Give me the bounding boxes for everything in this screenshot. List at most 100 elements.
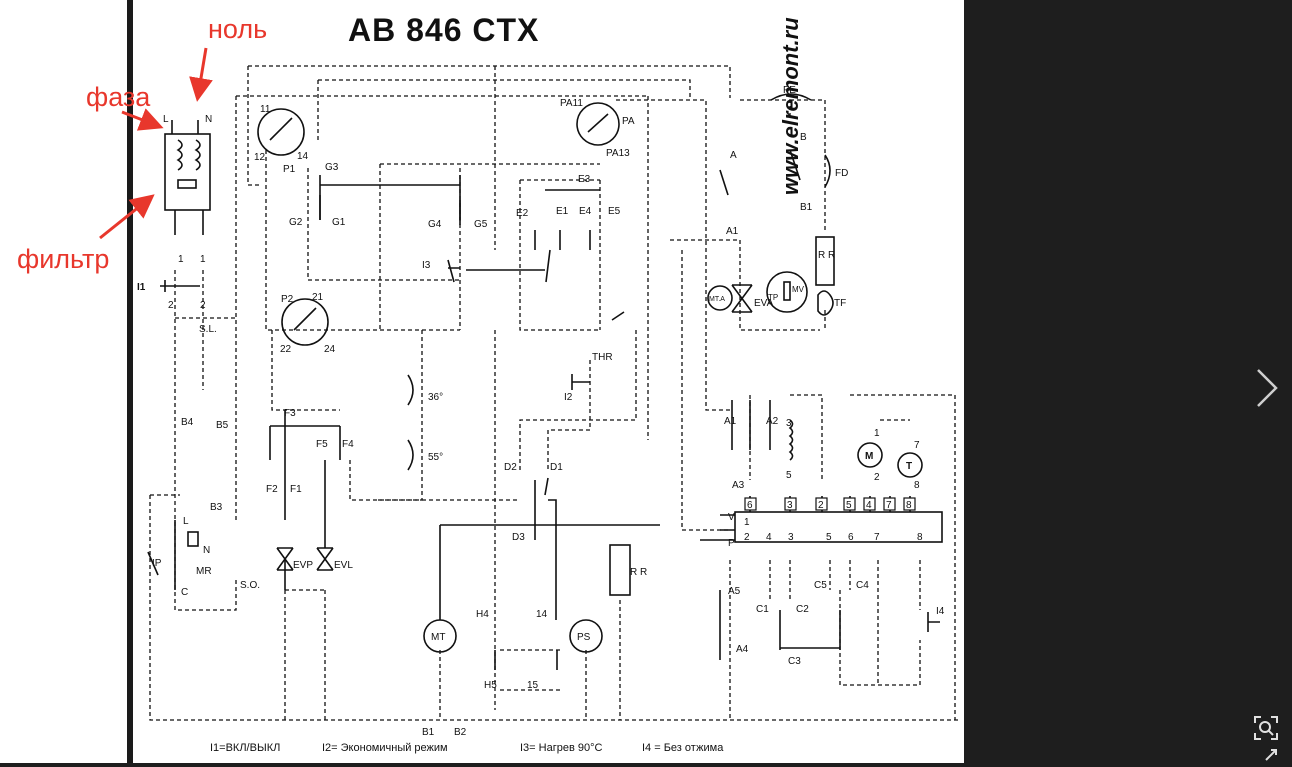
term-4: 4: [866, 500, 872, 511]
label-PS: PS: [577, 632, 591, 643]
label-N2: N: [203, 545, 210, 556]
legend-i3: I3= Нагрев 90°C: [520, 742, 603, 754]
label-SL: S.L.: [199, 324, 217, 335]
zoom-button[interactable]: [1252, 714, 1280, 742]
label-F4: F4: [342, 439, 354, 450]
label-G4: G4: [428, 219, 442, 230]
filter-pin-1: 1: [178, 254, 184, 265]
left-edge: [127, 0, 133, 763]
label-RR2: R R: [818, 250, 835, 261]
label-L2: L: [183, 516, 189, 527]
label-MR: MR: [196, 566, 212, 577]
label-12: 12: [254, 152, 266, 163]
label-P1: P1: [283, 164, 296, 175]
label-FE: FE: [783, 85, 796, 96]
board-pin-4: 4: [766, 532, 772, 543]
annotation-filter: фильтр: [17, 244, 110, 274]
label-I3: I3: [422, 260, 431, 271]
label-PA: PA: [622, 116, 635, 127]
label-B3: B3: [210, 502, 223, 513]
annotation-phase: фаза: [86, 82, 151, 112]
coil-pin-5: 5: [786, 470, 792, 481]
label-C4: C4: [856, 580, 869, 591]
legend-i2: I2= Экономичный режим: [322, 742, 448, 754]
label-EVP: EVP: [293, 560, 313, 571]
label-N: N: [205, 114, 212, 125]
label-A5: A5: [728, 586, 741, 597]
label-PA13: PA13: [606, 148, 630, 159]
label-E5: E5: [608, 206, 621, 217]
board-pin-6: 6: [848, 532, 854, 543]
term-5: 5: [846, 500, 852, 511]
legend-i4: I4 = Без отжима: [642, 742, 724, 754]
board-pin-7: 7: [874, 532, 880, 543]
term-6: 6: [747, 500, 753, 511]
label-I4: I4: [936, 606, 945, 617]
label-A1: A1: [726, 226, 739, 237]
label-D3: D3: [512, 532, 525, 543]
zoom-icon: [1254, 716, 1278, 740]
watermark: www.elremont.ru: [778, 17, 803, 195]
legend-i1: I1=ВКЛ/ВЫКЛ: [210, 742, 281, 754]
label-F1: F1: [290, 484, 302, 495]
label-24: 24: [324, 344, 336, 355]
label-G5: G5: [474, 219, 488, 230]
label-B4: B4: [181, 417, 194, 428]
label-EVL: EVL: [334, 560, 353, 571]
label-H5: H5: [484, 680, 497, 691]
term-8: 8: [906, 500, 912, 511]
label-V: V: [728, 512, 735, 523]
label-21: 21: [312, 292, 324, 303]
label-TF: TF: [834, 298, 846, 309]
i1-pin-2: 2: [168, 300, 174, 311]
term-7: 7: [886, 500, 892, 511]
board-pin-8: 8: [917, 532, 923, 543]
label-M: M: [865, 451, 873, 462]
label-P2: P2: [281, 294, 294, 305]
label-FD: FD: [835, 168, 848, 179]
label-G2: G2: [289, 217, 303, 228]
board-pin-5: 5: [826, 532, 832, 543]
board-pin-1: 1: [744, 517, 750, 528]
expand-button[interactable]: [1262, 748, 1280, 762]
label-A2: A2: [766, 416, 779, 427]
next-image-button[interactable]: [1248, 366, 1284, 410]
label-C2: C2: [796, 604, 809, 615]
board-pin-3: 3: [788, 532, 794, 543]
label-A3: A3: [732, 480, 745, 491]
label-G3: G3: [325, 162, 339, 173]
term-2: 2: [818, 500, 824, 511]
term-3: 3: [787, 500, 793, 511]
label-F2: F2: [266, 484, 278, 495]
label-B1: B1: [422, 727, 435, 738]
thermo-pin-7: 7: [914, 440, 920, 451]
motor-pin-2: 2: [874, 472, 880, 483]
label-H4: H4: [476, 609, 489, 620]
label-MV: MV: [792, 285, 805, 294]
label-G1: G1: [332, 217, 346, 228]
label-SO: S.O.: [240, 580, 260, 591]
left-gutter: [0, 0, 132, 763]
label-RR: R R: [630, 567, 647, 578]
label-EVA: EVA: [754, 298, 774, 309]
label-I2: I2: [564, 392, 573, 403]
filter-pin-1b: 1: [200, 254, 206, 265]
label-I1: I1: [137, 282, 146, 293]
label-14: 14: [297, 151, 309, 162]
label-TP: TP: [768, 293, 778, 302]
label-E1: E1: [556, 206, 569, 217]
label-PA11: PA11: [560, 98, 583, 109]
diagram-title: AB 846 CTX: [348, 12, 540, 48]
label-C: C: [181, 587, 188, 598]
label-36: 36°: [428, 392, 443, 403]
label-E3: E3: [578, 174, 591, 185]
label-A: A: [730, 150, 737, 161]
label-55: 55°: [428, 452, 443, 463]
label-C1: C1: [756, 604, 769, 615]
label-MT: MT: [431, 632, 445, 643]
motor-pin-1: 1: [874, 428, 880, 439]
label-MTA: MT.A: [709, 296, 725, 303]
label-L: L: [163, 114, 169, 125]
label-14b: 14: [536, 609, 548, 620]
